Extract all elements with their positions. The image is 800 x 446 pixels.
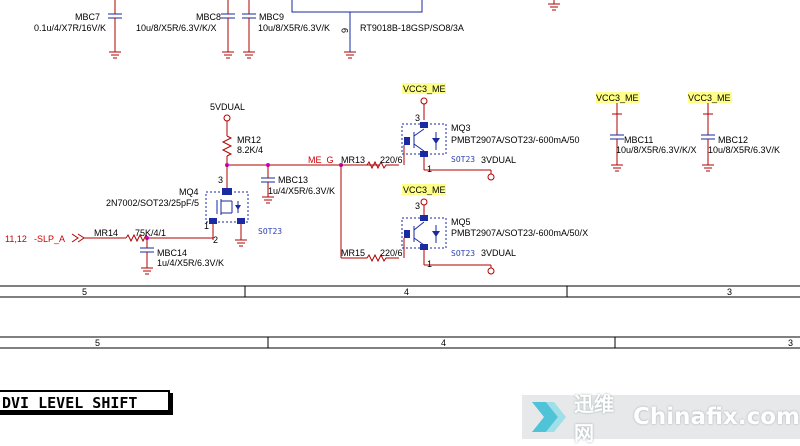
switch-section: MR13 220/6 MR15 220/6 VCC3_ME 3 MQ3 PMBT… <box>340 83 588 275</box>
reg-value: RT9018B-18GSP/SO8/3A <box>360 23 464 33</box>
reg-pin: 9 <box>340 28 350 33</box>
mr14-ref: MR14 <box>94 228 118 238</box>
decoupling-section: VCC3_ME MBC11 10u/8/X5R/6.3V/K/X VCC3_ME… <box>596 92 780 172</box>
ground-symbol <box>344 51 356 59</box>
mq4-pin1: 1 <box>204 221 209 231</box>
zone-label: 3 <box>727 287 732 297</box>
zone-label: 5 <box>82 287 87 297</box>
top-partial-section: MBC7 0.1u/4/X7R/16V/K MBC8 10u/8/X5R/6.3… <box>34 0 560 59</box>
rail-flag <box>596 92 640 103</box>
chinafix-logo-icon <box>528 400 570 434</box>
mr15-ref: MR15 <box>341 248 365 258</box>
watermark: 迅维网 Chinafix.com <box>522 392 800 445</box>
mq5-value: PMBT2907A/SOT23/-600mA/50/X <box>451 228 588 238</box>
mr14-resistor <box>125 233 149 243</box>
mq5-pin3: 3 <box>415 201 420 211</box>
rail-3vdual-2: 3VDUAL <box>481 248 516 258</box>
mq3-ref: MQ3 <box>451 123 471 133</box>
mbc9-ref: MBC9 <box>259 12 284 22</box>
rail-5vdual: 5VDUAL <box>210 102 245 112</box>
ground-symbol <box>702 164 714 172</box>
mq4-pin2: 2 <box>213 235 218 245</box>
zone-label: 4 <box>441 338 446 348</box>
rail-vcc3-me-4: VCC3_ME <box>688 93 731 103</box>
mr13-resistor <box>341 160 399 170</box>
watermark-en: Chinafix.com <box>632 404 800 430</box>
mbc13-value: 1u/4/X5R/6.3V/K <box>268 186 335 196</box>
mq4-pin3: 3 <box>218 175 223 185</box>
mq4-ref: MQ4 <box>179 187 199 197</box>
mr12-ref: MR12 <box>237 135 261 145</box>
mq5-pin1: 1 <box>427 259 432 269</box>
zone-label: 3 <box>788 338 793 348</box>
rail-vcc3-me: VCC3_ME <box>403 84 446 94</box>
mq5-package: SOT23 <box>451 249 475 258</box>
mr13-ref: MR13 <box>341 155 365 165</box>
ground-symbol <box>235 239 247 247</box>
zone-ruler-1: 5 4 3 <box>0 285 800 298</box>
mbc8-value: 10u/8/X5R/6.3V/K/X <box>136 23 217 33</box>
mbc12-ref: MBC12 <box>718 135 748 145</box>
mbc14-ref: MBC14 <box>157 248 187 258</box>
mq5-transistor <box>401 215 447 250</box>
mq3-transistor <box>401 122 447 157</box>
rail-flag <box>402 184 446 195</box>
mq3-value: PMBT2907A/SOT23/-600mA/50 <box>451 135 580 145</box>
mr14-value: 75K/4/1 <box>135 228 166 238</box>
rail-vcc3-me-3: VCC3_ME <box>596 93 639 103</box>
slp-a-pages: 11,12 <box>5 234 27 244</box>
rail-flag <box>688 92 732 103</box>
ground-symbol <box>109 51 121 59</box>
rail-3vdual-1: 3VDUAL <box>481 155 516 165</box>
mbc14-value: 1u/4/X5R/6.3V/K <box>157 258 224 268</box>
mbc7-ref: MBC7 <box>75 12 100 22</box>
zone-label: 4 <box>404 287 409 297</box>
ground-symbol <box>222 51 234 59</box>
rail-flag <box>402 83 446 94</box>
mq4-value: 2N7002/SOT23/25pF/5 <box>106 198 199 208</box>
zone-ruler-2: 5 4 3 <box>0 336 800 349</box>
mbc8-ref: MBC8 <box>196 12 221 22</box>
mr13-value: 220/6 <box>380 155 403 165</box>
mr12-value: 8.2K/4 <box>237 145 263 155</box>
ground-symbol <box>141 267 153 275</box>
zone-label: 5 <box>95 338 100 348</box>
mr12-resistor <box>221 135 233 157</box>
net-me-g: ME_G <box>308 155 334 165</box>
mbc9-value: 10u/8/X5R/6.3V/K <box>258 23 330 33</box>
mbc7-value: 0.1u/4/X7R/16V/K <box>34 23 106 33</box>
mq3-pin1: 1 <box>427 164 432 174</box>
ground-symbol <box>611 164 623 172</box>
mbc13-ref: MBC13 <box>278 175 308 185</box>
ground-symbol <box>262 196 274 204</box>
net-slp-a: -SLP_A <box>34 234 65 244</box>
mq3-pin3: 3 <box>415 113 420 123</box>
mq3-package: SOT23 <box>451 155 475 164</box>
mq5-ref: MQ5 <box>451 217 471 227</box>
watermark-cn: 迅维网 <box>574 392 614 445</box>
rail-vcc3-me-2: VCC3_ME <box>403 185 446 195</box>
ground-symbol <box>548 0 560 11</box>
mq4-transistor <box>205 188 249 224</box>
block-title: DVI LEVEL SHIFT <box>0 390 170 412</box>
mr15-value: 220/6 <box>380 248 403 258</box>
mbc12-value: 10u/8/X5R/6.3V/K <box>708 145 780 155</box>
level-shift-section: 5VDUAL MR12 8.2K/4 ME_G MBC13 1u/4/X5R/6… <box>5 102 380 275</box>
offpage-arrow <box>71 233 79 243</box>
mbc11-ref: MBC11 <box>624 135 653 145</box>
mq4-package: SOT23 <box>258 227 282 236</box>
mbc11-value: 10u/8/X5R/6.3V/K/X <box>616 145 697 155</box>
ground-symbol <box>243 51 255 59</box>
